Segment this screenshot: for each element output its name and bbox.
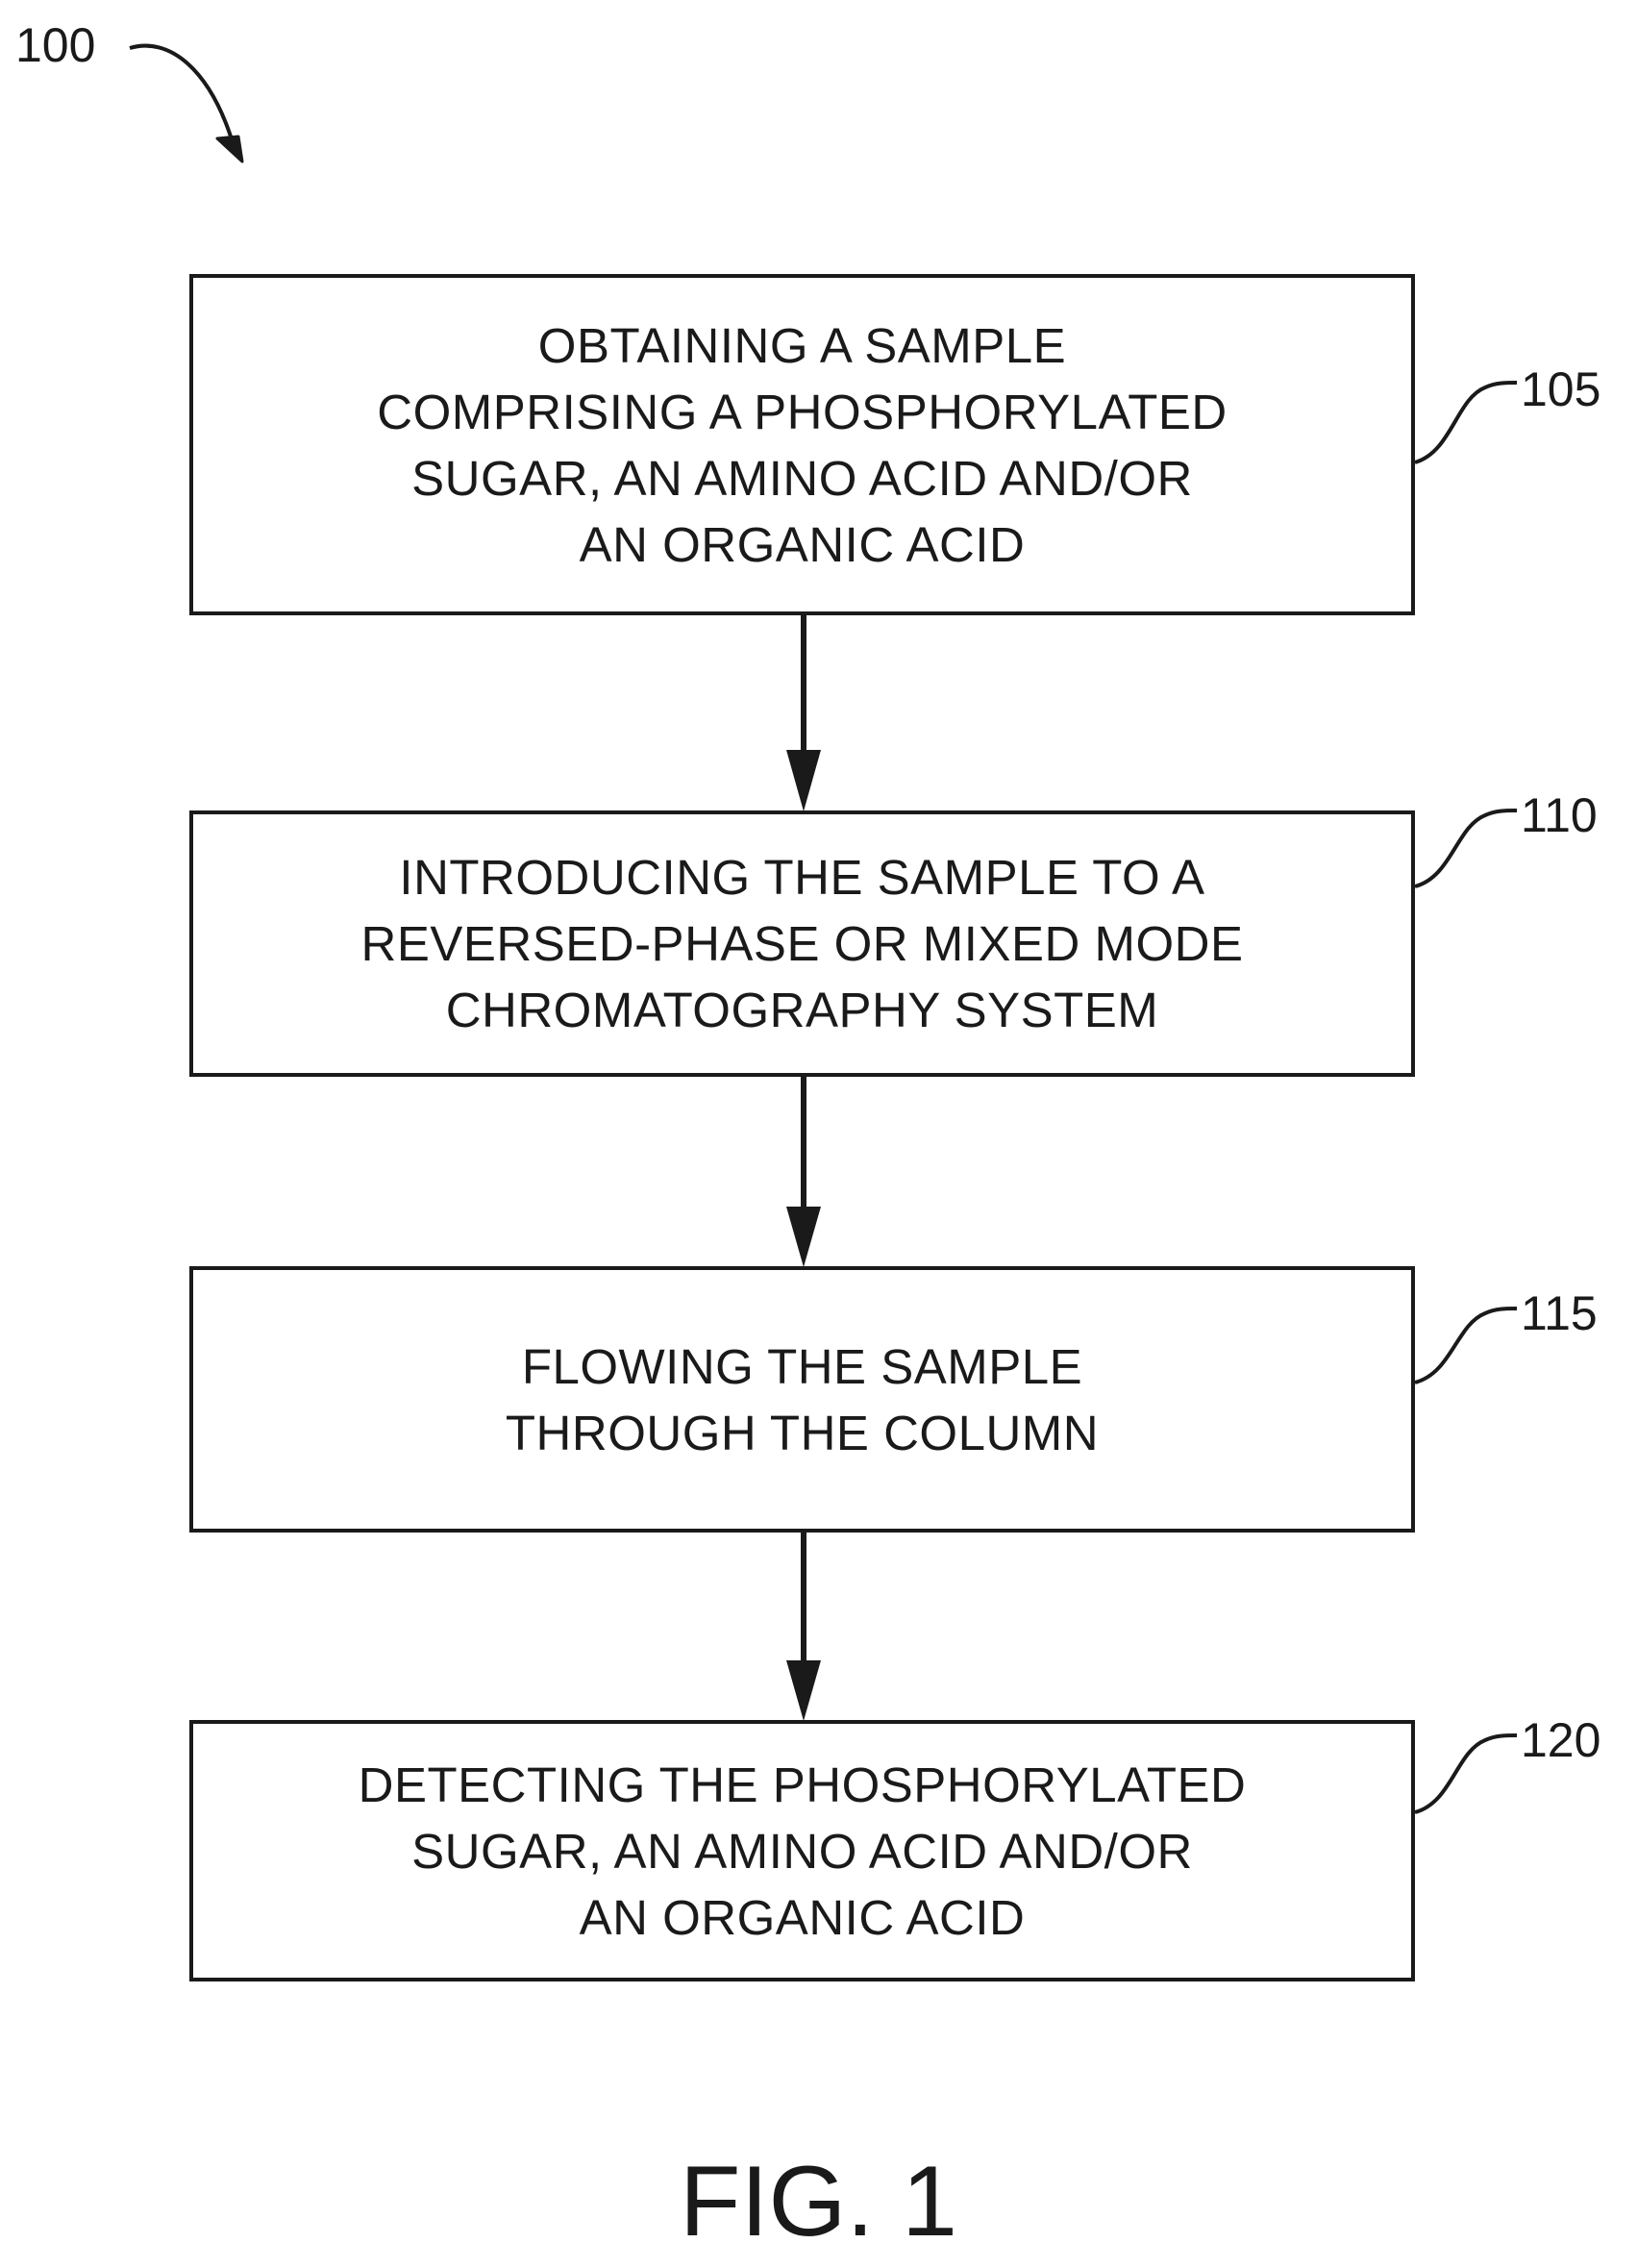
step-110-line-2: REVERSED-PHASE OR MIXED MODE (361, 910, 1244, 977)
step-105-leader (1415, 383, 1517, 462)
step-110-line-1: INTRODUCING THE SAMPLE TO A (399, 844, 1204, 910)
step-115-ref-label: 115 (1521, 1289, 1598, 1337)
step-box-115: FLOWING THE SAMPLE THROUGH THE COLUMN (189, 1266, 1415, 1533)
step-120-line-1: DETECTING THE PHOSPHORYLATED (359, 1752, 1247, 1818)
step-110-leader (1415, 810, 1517, 886)
step-120-ref-label: 120 (1521, 1716, 1600, 1764)
step-105-line-3: SUGAR, AN AMINO ACID AND/OR (411, 445, 1193, 511)
step-115-line-2: THROUGH THE COLUMN (506, 1400, 1099, 1466)
step-box-105: OBTAINING A SAMPLE COMPRISING A PHOSPHOR… (189, 274, 1415, 615)
figure-ref-leader (130, 46, 236, 152)
flow-arrow-1-head-icon (786, 750, 821, 811)
step-105-line-4: AN ORGANIC ACID (580, 511, 1026, 578)
step-box-110: INTRODUCING THE SAMPLE TO A REVERSED-PHA… (189, 810, 1415, 1077)
step-120-line-2: SUGAR, AN AMINO ACID AND/OR (411, 1818, 1193, 1884)
flow-arrow-2-head-icon (786, 1207, 821, 1267)
step-115-line-1: FLOWING THE SAMPLE (522, 1333, 1082, 1400)
step-box-120: DETECTING THE PHOSPHORYLATED SUGAR, AN A… (189, 1720, 1415, 1981)
step-120-leader (1415, 1735, 1517, 1812)
figure-title: FIG. 1 (0, 2152, 1637, 2252)
step-105-line-2: COMPRISING A PHOSPHORYLATED (377, 379, 1227, 445)
step-120-line-3: AN ORGANIC ACID (580, 1884, 1026, 1951)
step-105-line-1: OBTAINING A SAMPLE (538, 312, 1066, 379)
flow-arrow-3-head-icon (786, 1660, 821, 1721)
step-110-line-3: CHROMATOGRAPHY SYSTEM (446, 977, 1159, 1043)
step-110-ref-label: 110 (1521, 791, 1598, 839)
step-105-ref-label: 105 (1521, 365, 1600, 413)
step-115-leader (1415, 1308, 1517, 1383)
figure-ref-arrowhead-icon (217, 137, 242, 162)
